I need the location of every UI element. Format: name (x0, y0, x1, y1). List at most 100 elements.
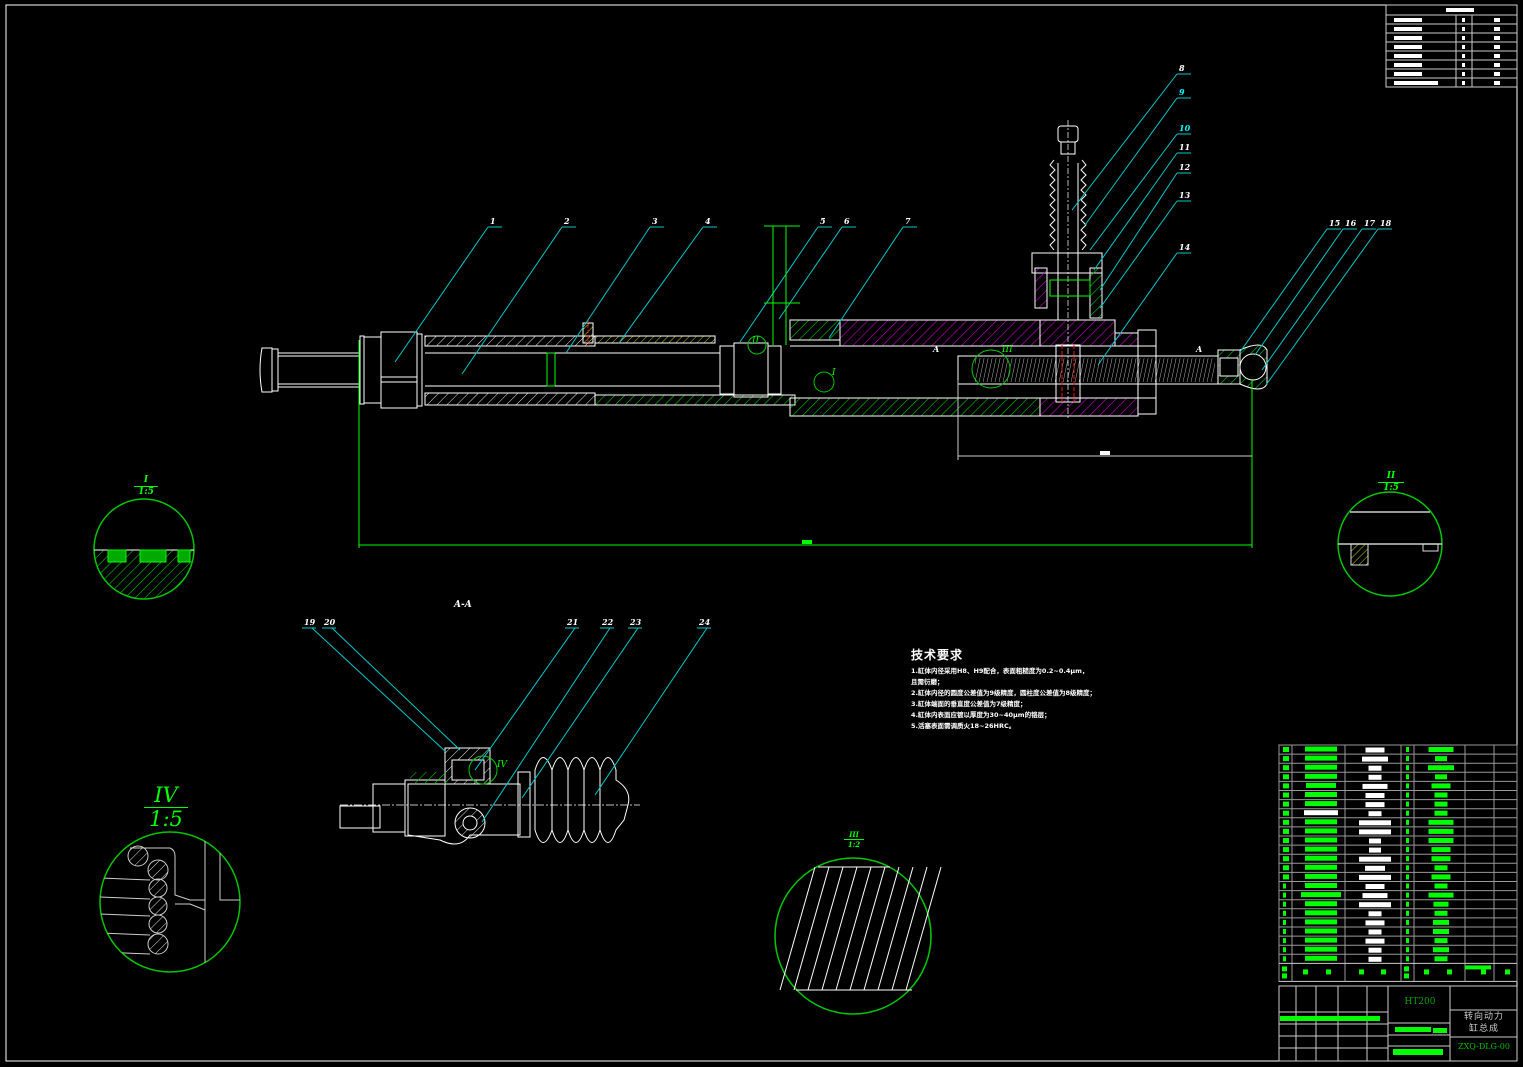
parts-row-material (1434, 938, 1448, 944)
parts-row-qty (1406, 929, 1409, 934)
leader-line (618, 226, 704, 344)
main-assembly-view (259, 120, 1268, 420)
part-label-17: 17 (1364, 218, 1376, 228)
part-label-20: 20 (324, 617, 336, 627)
parts-row-qty (1406, 865, 1409, 871)
leader-line (311, 627, 447, 753)
parts-row-material (1431, 847, 1451, 853)
part-label-19: 19 (304, 617, 316, 627)
detail-I-id: I (143, 475, 149, 485)
parts-row-index (1283, 865, 1289, 871)
parts-row-name (1368, 911, 1382, 917)
parts-row-material (1428, 838, 1454, 843)
parts-row-material (1434, 910, 1448, 916)
end-nut (380, 331, 418, 409)
thread-line (849, 866, 886, 991)
parts-row-index (1283, 774, 1289, 780)
parts-row-name (1368, 929, 1382, 935)
part-label-11: 11 (1179, 142, 1191, 152)
revision-cell (1394, 45, 1422, 49)
revision-cell (1394, 54, 1422, 58)
parts-row-name (1365, 747, 1385, 753)
parts-row-name (1368, 765, 1382, 771)
parts-row-material (1433, 919, 1449, 925)
technical-requirements: 技术要求 1.缸体内径采用H8、H9配合，表面粗糙度为0.2~0.4μm， 且需… (911, 646, 1096, 732)
leader-line (481, 627, 611, 823)
parts-row-name (1368, 774, 1382, 780)
revision-table (1385, 4, 1518, 88)
parts-row-index (1283, 819, 1289, 825)
parts-row-material (1434, 865, 1448, 871)
parts-row-code (1305, 846, 1337, 852)
parts-row-name (1359, 902, 1391, 908)
parts-row-material (1434, 810, 1448, 816)
parts-row-index (1283, 901, 1286, 907)
leader-line (594, 627, 708, 796)
parts-row-code (1305, 910, 1337, 916)
parts-row-qty (1406, 810, 1409, 816)
detail-IV-title: IV 1:5 (144, 784, 188, 831)
parts-row-qty (1406, 947, 1409, 953)
detail-IV (99, 831, 241, 973)
leader-line (828, 226, 904, 339)
parts-row-qty (1406, 856, 1409, 862)
detail-II-marker (747, 335, 767, 355)
part-label-4: 4 (705, 216, 711, 226)
parts-list-table (1278, 744, 1518, 982)
parts-row-name (1362, 756, 1388, 762)
thread-line (793, 866, 830, 991)
revision-cell (1394, 81, 1438, 85)
parts-row-qty (1406, 838, 1409, 843)
leader-line (1089, 133, 1178, 251)
parts-row-material (1431, 783, 1451, 789)
parts-row-qty (1406, 792, 1409, 798)
parts-row-index (1283, 847, 1289, 853)
parts-header-cell (1282, 966, 1287, 972)
parts-row-index (1283, 856, 1289, 862)
parts-row-code (1305, 901, 1337, 907)
part-label-23: 23 (630, 617, 642, 627)
part-label-13: 13 (1179, 190, 1191, 200)
pinion-boot-left (1049, 159, 1056, 251)
detail-IV-marker (468, 755, 498, 785)
revision-table-header (1446, 8, 1474, 12)
leader-line (461, 226, 563, 375)
parts-row-code (1305, 837, 1337, 843)
part-label-9: 9 (1179, 87, 1185, 97)
detail-I-marker (813, 371, 835, 393)
parts-header-cell (1381, 969, 1386, 975)
pinion-boot-right (1080, 159, 1087, 251)
parts-header-cell (1505, 969, 1510, 975)
parts-row-qty (1406, 765, 1409, 771)
parts-row-qty (1406, 938, 1409, 944)
thread-line (835, 866, 872, 991)
parts-row-code (1305, 819, 1337, 825)
revision-cell (1394, 36, 1422, 40)
parts-row-qty (1406, 783, 1409, 789)
parts-row-code (1306, 782, 1336, 788)
thread-line (807, 866, 844, 991)
detail-III-label: III (1002, 345, 1013, 355)
parts-row-qty (1406, 910, 1409, 916)
parts-row-code (1305, 801, 1337, 807)
parts-row-index (1283, 765, 1289, 771)
parts-row-qty (1406, 847, 1409, 853)
parts-row-material (1431, 856, 1451, 862)
title-block (1278, 985, 1518, 1062)
thread-line (863, 866, 900, 991)
part-label-15: 15 (1329, 218, 1341, 228)
leader-line (739, 226, 819, 343)
detail-IV-id: IV (154, 783, 178, 807)
parts-row-material (1433, 947, 1449, 953)
parts-row-name (1365, 884, 1385, 889)
parts-row-code (1305, 919, 1337, 925)
leader-line (1097, 252, 1178, 366)
part-label-24: 24 (699, 617, 711, 627)
detail-III-title: III 1:2 (844, 830, 864, 849)
detail-III-scale: 1:2 (844, 839, 864, 849)
revision-cell (1394, 27, 1422, 31)
part-label-21: 21 (567, 617, 579, 627)
part-label-5: 5 (820, 216, 826, 226)
parts-row-code (1305, 946, 1337, 952)
part-label-3: 3 (652, 216, 658, 226)
